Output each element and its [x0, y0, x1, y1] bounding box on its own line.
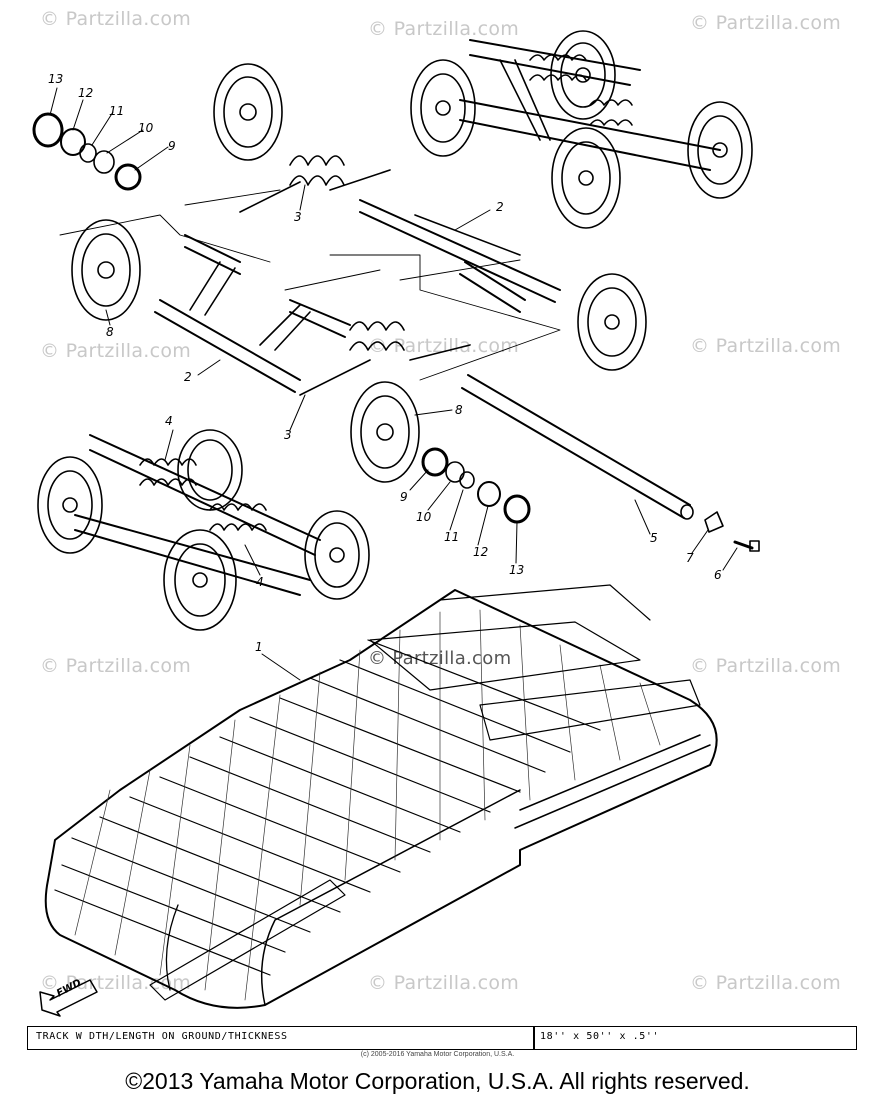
- watermark: © Partzilla.com: [690, 335, 842, 357]
- wheel-8-upper: [71, 219, 141, 321]
- callout-9: 9: [400, 490, 408, 504]
- callout-6: 6: [714, 568, 722, 582]
- callout-4: 4: [165, 414, 173, 428]
- track-spec-label: TRACK W DTH/LENGTH ON GROUND/THICKNESS: [36, 1031, 288, 1042]
- callout-13: 13: [509, 563, 525, 577]
- plate-and-bolt: [704, 511, 760, 552]
- callout-11: 11: [109, 104, 125, 118]
- wheel-8-lower: [350, 381, 420, 483]
- callout-9: 9: [168, 139, 176, 153]
- watermark: © Partzilla.com: [368, 18, 520, 40]
- watermark: © Partzilla.com: [690, 12, 842, 34]
- bogie-assembly-rear: [410, 30, 753, 229]
- bearing-stack-upper: [32, 112, 142, 191]
- callout-10: 10: [416, 510, 432, 524]
- callout-2: 2: [496, 200, 504, 214]
- callout-10: 10: [138, 121, 154, 135]
- fwd-arrow-icon: [39, 979, 98, 1017]
- bogie-assembly-front: [37, 429, 370, 631]
- watermark: © Partzilla.com: [690, 972, 842, 994]
- callout-8: 8: [106, 325, 114, 339]
- track-spec-value: 18'' x 50'' x .5'': [540, 1031, 660, 1042]
- callout-7: 7: [686, 551, 694, 565]
- idler-wheel-right: [577, 273, 647, 371]
- callout-4: 4: [256, 575, 264, 589]
- watermark: © Partzilla.com: [40, 655, 192, 677]
- watermark: © Partzilla.com: [40, 8, 192, 30]
- callout-2: 2: [184, 370, 192, 384]
- swing-arm-assembly: [154, 199, 561, 396]
- drive-track: [44, 584, 718, 1009]
- idler-wheel-upper: [213, 63, 283, 161]
- callout-3: 3: [284, 428, 292, 442]
- callout-3: 3: [294, 210, 302, 224]
- spring-upper: [239, 155, 391, 213]
- bearing-stack-lower: [421, 447, 531, 524]
- watermark: © Partzilla.com: [368, 335, 520, 357]
- callout-12: 12: [473, 545, 489, 559]
- watermark: © Partzilla.com: [368, 972, 520, 994]
- assembly-guide-lines: [59, 189, 561, 381]
- shaft: [461, 374, 694, 520]
- callout-12: 12: [78, 86, 94, 100]
- spec-divider: [533, 1027, 535, 1049]
- callout-8: 8: [455, 403, 463, 417]
- callout-11: 11: [444, 530, 460, 544]
- copyright-notice: ©2013 Yamaha Motor Corporation, U.S.A. A…: [125, 1068, 750, 1094]
- small-copyright: (c) 2005-2016 Yamaha Motor Corporation, …: [360, 1051, 515, 1058]
- callout-leaders: [49, 87, 738, 681]
- watermark: © Partzilla.com: [40, 340, 192, 362]
- callout-5: 5: [650, 531, 658, 545]
- watermark: © Partzilla.com: [690, 655, 842, 677]
- callout-1: 1: [255, 640, 263, 654]
- track-spec-table: TRACK W DTH/LENGTH ON GROUND/THICKNESS 1…: [27, 1026, 857, 1050]
- callout-13: 13: [48, 72, 64, 86]
